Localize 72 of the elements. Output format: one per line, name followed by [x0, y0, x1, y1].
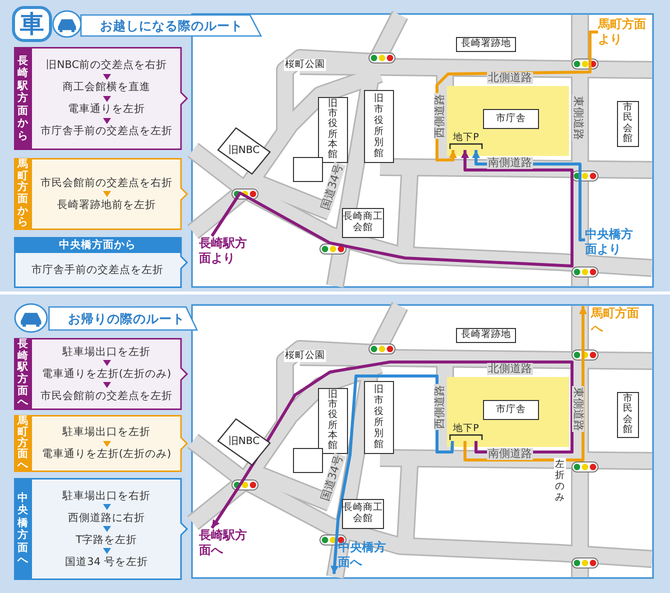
- road-label: 東側道路: [572, 386, 584, 432]
- building-box: 旧NBC: [216, 417, 272, 467]
- park-label: 桜町公園: [284, 59, 326, 71]
- road-label: 北側道路: [487, 363, 533, 375]
- step-text: 長崎署跡地前を左折: [56, 198, 157, 212]
- city-hall-lot: [447, 86, 569, 156]
- road-label: 東側道路: [572, 95, 584, 141]
- building-box: 旧市役所本館: [318, 388, 348, 454]
- building-box: 旧市役所別館: [364, 90, 394, 163]
- building-box: 長崎署跡地: [456, 37, 516, 52]
- building-box: [293, 157, 323, 182]
- step-text: 市民会館前の交差点を左折: [40, 390, 174, 402]
- step-text: 市民会館前の交差点を右折: [40, 176, 174, 190]
- panel-heading: 馬町方面へ: [14, 415, 32, 472]
- building-box: 旧市役所本館: [318, 97, 348, 163]
- route-arrow: [210, 360, 574, 529]
- route-arrow: [463, 306, 587, 462]
- direction-label: 馬町方面より: [598, 17, 652, 49]
- building-box: 旧NBC: [216, 126, 272, 176]
- step-text: 西側道路に右折: [67, 512, 146, 524]
- building-box: [293, 448, 323, 473]
- section-badge: 車: [12, 6, 52, 42]
- step-text: 商工会館横を直進: [62, 81, 152, 94]
- step-text: 電車通りを左折(左折のみ): [40, 448, 172, 461]
- route-panel: [14, 237, 188, 288]
- direction-label: 長崎駅方面へ: [199, 528, 253, 560]
- panel-heading: 長崎駅方面から: [14, 47, 32, 150]
- route-arrow: [210, 150, 574, 268]
- step-text: 旧NBC前の交差点を右折: [44, 59, 168, 72]
- route-arrow: [330, 374, 454, 574]
- building-box: 長崎商工会館: [342, 499, 384, 529]
- building-box: 市民会館: [617, 101, 639, 147]
- step-text: 駐車場出口を左折: [61, 346, 152, 358]
- route-panel: [14, 158, 188, 230]
- panel-heading: 中央橋方面から: [14, 237, 181, 253]
- step-text: 電車通りを左折(左折のみ): [40, 368, 172, 380]
- section-title: お帰りの際のルート: [48, 306, 198, 331]
- step-text: 市庁舎手前の交差点を左折: [40, 125, 174, 138]
- direction-label: 中央橋方面より: [585, 227, 639, 259]
- route-panel: [14, 478, 188, 580]
- parking-entrance: 地下P: [449, 132, 483, 150]
- road-label: 北側道路: [487, 72, 533, 84]
- panel-heading: 馬町方面から: [14, 158, 32, 230]
- route-panel: [14, 415, 188, 472]
- step-text: 駐車場出口を左折: [61, 426, 152, 439]
- panel-heading: 長崎駅方面へ: [14, 338, 32, 410]
- building-box: 市庁舎: [483, 400, 539, 420]
- direction-label: 馬町方面へ: [583, 306, 645, 340]
- parking-entrance: 地下P: [449, 423, 483, 441]
- section-title: お越しになる際のルート: [80, 14, 262, 37]
- building-box: 旧市役所別館: [364, 381, 394, 454]
- step-text: 電車通りを左折: [67, 103, 146, 116]
- building-box: 市庁舎: [483, 109, 539, 129]
- route-panel: [14, 338, 188, 410]
- city-hall-lot: [447, 377, 569, 447]
- step-text: T字路を左折: [74, 534, 138, 546]
- road-label: 南側道路: [487, 157, 533, 169]
- step-text: 駐車場出口を右折: [61, 490, 152, 502]
- route-panel: [14, 47, 188, 150]
- building-box: 長崎署跡地: [456, 328, 516, 343]
- road-label: 西側道路: [434, 93, 446, 139]
- building-box: 長崎商工会館: [342, 208, 384, 238]
- park-label: 桜町公園: [284, 350, 326, 362]
- panel-heading: 中央橋方面へ: [14, 478, 32, 580]
- step-text: 市庁舎手前の交差点を左折: [30, 264, 164, 277]
- direction-label: 中央橋方面へ: [334, 540, 388, 576]
- road-label: 南側道路: [487, 448, 533, 460]
- note-label: 左折のみ: [554, 458, 566, 504]
- road-label: 西側道路: [434, 384, 446, 430]
- building-box: 市民会館: [617, 392, 639, 438]
- direction-label: 長崎駅方面より: [199, 236, 253, 268]
- step-text: 国道34 号を左折: [64, 556, 149, 568]
